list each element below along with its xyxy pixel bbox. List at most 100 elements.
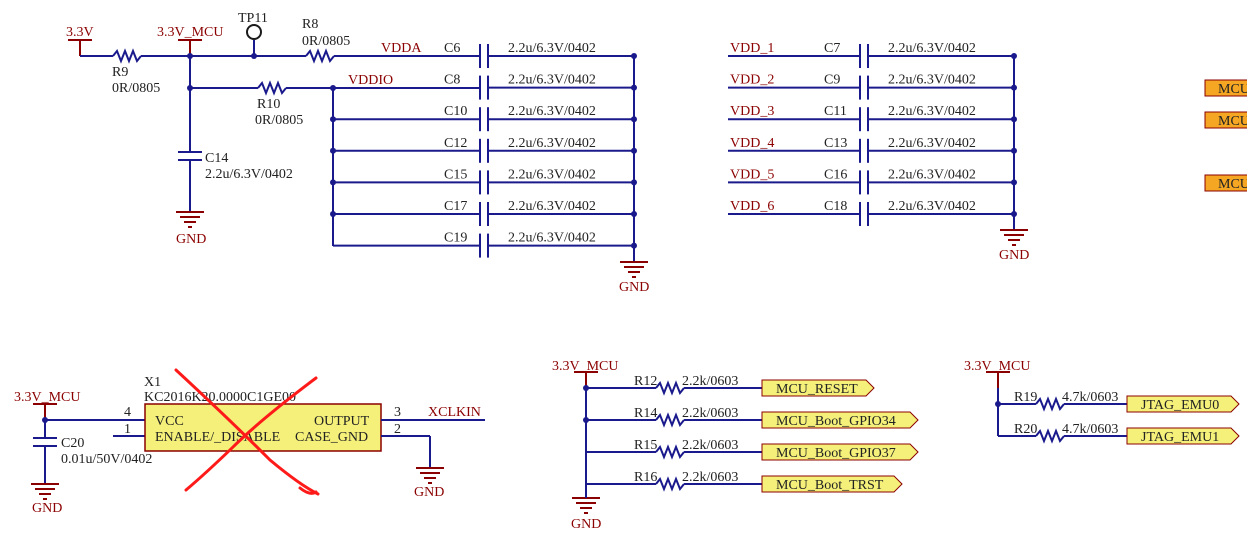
cap-row-c10: C10 2.2u/6.3V/0402 <box>330 104 637 132</box>
cap-value-c7: 2.2u/6.3V/0402 <box>888 41 976 56</box>
net-vddio-label: VDDIO <box>348 73 393 88</box>
net-xclkin-label: XCLKIN <box>428 405 481 420</box>
r14-value: 2.2k/0603 <box>682 406 738 421</box>
port-mcu-boot-gpio34 <box>761 411 919 429</box>
cap-value-c12: 2.2u/6.3V/0402 <box>508 136 596 151</box>
cap-row-c7: VDD_1 C7 2.2u/6.3V/0402 <box>728 41 1017 68</box>
mcu-edge-port-1-label: MCU <box>1218 82 1247 97</box>
x1-pin-case-gnd: CASE_GND <box>295 430 368 445</box>
r10-ref: R10 <box>257 97 280 112</box>
c14-ref: C14 <box>205 151 228 166</box>
net-label-vdd-1: VDD_1 <box>730 41 774 56</box>
cap-ref-c11: C11 <box>824 104 847 119</box>
cap-value-c8: 2.2u/6.3V/0402 <box>508 73 596 88</box>
gnd-symbol-left-bank <box>620 261 648 278</box>
c14-value: 2.2u/6.3V/0402 <box>205 167 293 182</box>
x1-pin3-num: 3 <box>394 405 401 420</box>
x1-ref: X1 <box>144 375 161 390</box>
port-mcu-boot-gpio37 <box>761 443 919 461</box>
gnd-label-c14: GND <box>176 232 206 247</box>
cap-row-c6: C6 2.2u/6.3V/0402 <box>444 41 637 68</box>
gnd-label-boot: GND <box>571 517 601 532</box>
r8-ref: R8 <box>302 17 318 32</box>
r15-value: 2.2k/0603 <box>682 438 738 453</box>
r9-value: 0R/0805 <box>112 81 160 96</box>
net-label-vdd-6: VDD_6 <box>730 199 774 214</box>
mcu-edge-port-1 <box>1204 79 1247 97</box>
cap-row-c19: C19 2.2u/6.3V/0402 <box>333 231 637 258</box>
cap-value-c16: 2.2u/6.3V/0402 <box>888 167 976 182</box>
cap-value-c11: 2.2u/6.3V/0402 <box>888 104 976 119</box>
cap-ref-c12: C12 <box>444 136 467 151</box>
power-3v3-mcu-osc-label: 3.3V_MCU <box>14 390 81 405</box>
x1-pin1-num: 1 <box>124 422 131 437</box>
mcu-edge-port-3 <box>1204 174 1247 192</box>
r19-ref: R19 <box>1014 390 1037 405</box>
cap-ref-c6: C6 <box>444 41 460 56</box>
gnd-label-right-bank: GND <box>999 248 1029 263</box>
cap-value-c6: 2.2u/6.3V/0402 <box>508 41 596 56</box>
x1-pin-vcc: VCC <box>155 414 184 429</box>
r10-value: 0R/0805 <box>255 113 303 128</box>
test-point-tp11 <box>246 24 262 40</box>
r20-ref: R20 <box>1014 422 1037 437</box>
gnd-label-left-bank: GND <box>619 280 649 295</box>
power-3v3-label: 3.3V <box>66 25 94 40</box>
port-mcu-boot-trst <box>761 475 903 493</box>
cap-value-c10: 2.2u/6.3V/0402 <box>508 104 596 119</box>
cap-row-c15: C15 2.2u/6.3V/0402 <box>330 167 637 195</box>
resistor-r8 <box>305 48 335 64</box>
cap-value-c13: 2.2u/6.3V/0402 <box>888 136 976 151</box>
cap-ref-c10: C10 <box>444 104 467 119</box>
oscillator-x1-body <box>144 403 382 452</box>
c20-ref: C20 <box>61 436 84 451</box>
resistor-r16 <box>655 476 685 492</box>
oscillator-section: 3.3V_MCU C20 0.01u/50V/0402 GND X1 KC201… <box>14 368 485 516</box>
dnp-cross-mark <box>174 368 320 496</box>
gnd-symbol-right-bank <box>1000 229 1028 246</box>
gnd-symbol-x1 <box>416 467 444 484</box>
c20-value: 0.01u/50V/0402 <box>61 452 152 467</box>
cap-ref-c19: C19 <box>444 231 467 246</box>
cap-value-c15: 2.2u/6.3V/0402 <box>508 167 596 182</box>
r16-ref: R16 <box>634 470 657 485</box>
mcu-edge-port-3-label: MCU <box>1218 177 1247 192</box>
resistor-r14 <box>655 412 685 428</box>
cap-ref-c16: C16 <box>824 167 847 182</box>
cap-ref-c7: C7 <box>824 41 840 56</box>
cap-value-c19: 2.2u/6.3V/0402 <box>508 231 596 246</box>
gnd-label-x1: GND <box>414 485 444 500</box>
r19-value: 4.7k/0603 <box>1062 390 1118 405</box>
power-3v3-mcu-label: 3.3V_MCU <box>157 25 224 40</box>
resistor-r15 <box>655 444 685 460</box>
port-label-mcu-boot-gpio34: MCU_Boot_GPIO34 <box>776 414 896 429</box>
cap-ref-c15: C15 <box>444 167 467 182</box>
power-3v3-mcu-jtag-label: 3.3V_MCU <box>964 359 1031 374</box>
resistor-r10 <box>257 80 287 96</box>
r12-ref: R12 <box>634 374 657 389</box>
x1-pin2-num: 2 <box>394 422 401 437</box>
port-mcu-reset <box>761 379 875 397</box>
cap-value-c18: 2.2u/6.3V/0402 <box>888 199 976 214</box>
r12-value: 2.2k/0603 <box>682 374 738 389</box>
r16-value: 2.2k/0603 <box>682 470 738 485</box>
port-label-mcu-boot-trst: MCU_Boot_TRST <box>776 478 884 493</box>
mcu-edge-port-2-label: MCU <box>1218 114 1247 129</box>
cap-ref-c17: C17 <box>444 199 467 214</box>
port-label-jtag-emu1: JTAG_EMU1 <box>1141 430 1219 445</box>
gnd-label-c20: GND <box>32 501 62 516</box>
